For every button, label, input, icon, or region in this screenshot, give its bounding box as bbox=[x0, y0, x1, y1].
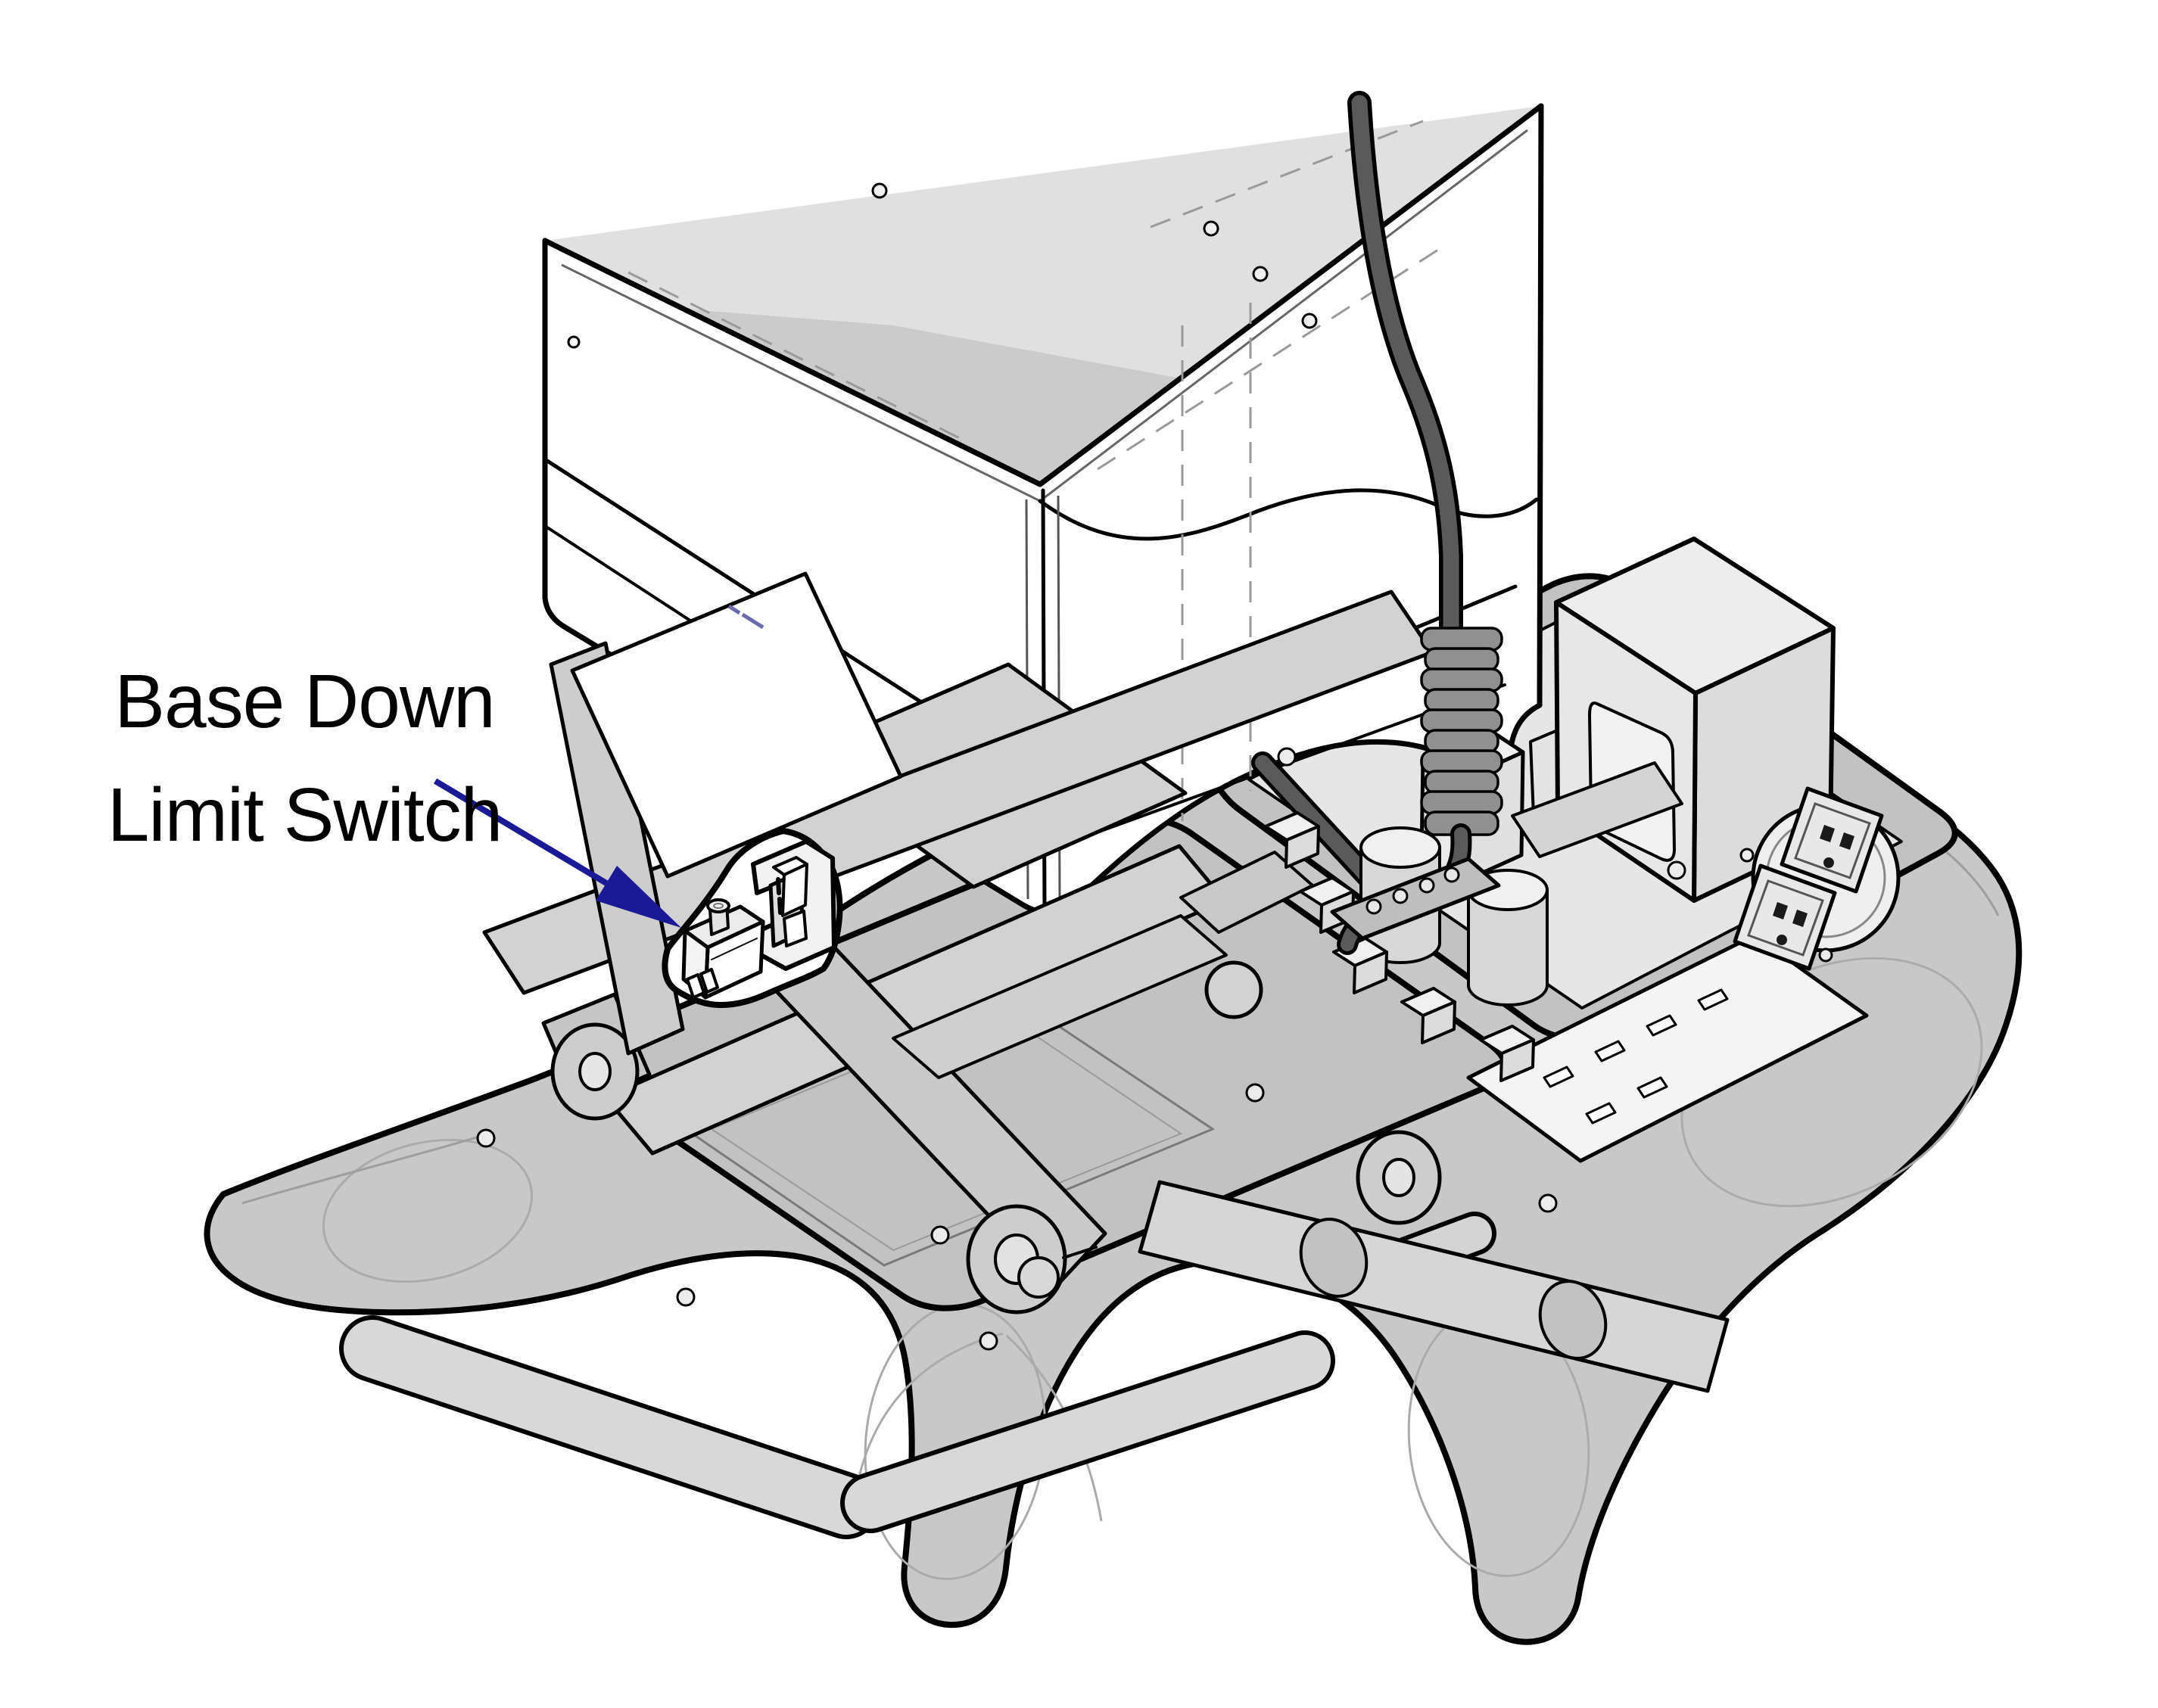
bolt-1 bbox=[476, 1128, 496, 1148]
shell-screw-5 bbox=[567, 335, 581, 349]
motor-pulley bbox=[1204, 960, 1263, 1019]
receptacle-upper bbox=[1780, 786, 1884, 894]
shell-top-surface bbox=[545, 106, 1541, 484]
shell-top-wedge bbox=[681, 309, 1181, 483]
base-down-limit-switch bbox=[681, 898, 765, 1000]
shell-top-dash-3 bbox=[1150, 120, 1424, 229]
board-screw-3 bbox=[1538, 1193, 1558, 1213]
limit-switch-assembly bbox=[662, 828, 843, 1008]
left-support-column bbox=[549, 641, 685, 1056]
bolt-5 bbox=[979, 1331, 998, 1351]
callout-arrow bbox=[433, 778, 681, 928]
right-pivot bbox=[1356, 1130, 1442, 1225]
blue-dash-mark bbox=[727, 604, 764, 630]
callout-label-line-2: Limit Switch bbox=[107, 773, 503, 857]
shell-screw-3 bbox=[1252, 266, 1269, 282]
callout-arrow-head bbox=[596, 866, 681, 928]
capacitor-2 bbox=[1467, 869, 1549, 1006]
link-bar-hole-2 bbox=[1538, 1280, 1608, 1360]
base-contour-left-foot bbox=[322, 1138, 534, 1283]
switch-plunger bbox=[706, 898, 730, 936]
callout-label-line-1: Base Down bbox=[114, 659, 495, 744]
support-white-panel bbox=[570, 571, 903, 879]
shell-screw-2 bbox=[1203, 220, 1219, 237]
board-screw-2 bbox=[1277, 747, 1297, 767]
switch-connector bbox=[772, 856, 808, 947]
cable-coil bbox=[1420, 627, 1503, 836]
shell-top-dash-1 bbox=[627, 271, 962, 440]
link-bar-hole-1 bbox=[1299, 1218, 1369, 1298]
callout-arrow-line bbox=[433, 778, 612, 888]
base-crease-fan-1 bbox=[854, 1332, 1004, 1495]
outlet-screw-1 bbox=[1818, 947, 1833, 963]
power-outlet bbox=[1733, 786, 1901, 971]
base-rod-short bbox=[845, 1335, 1331, 1529]
bolt-2 bbox=[676, 1287, 696, 1307]
mid-link-bar bbox=[892, 914, 1228, 1079]
base-rim-highlight-left bbox=[241, 1134, 485, 1205]
receptacle-lower bbox=[1733, 863, 1837, 971]
outlet-screw-2 bbox=[1739, 848, 1755, 863]
board-screw-1 bbox=[1667, 860, 1686, 880]
base-rod-long bbox=[344, 1320, 875, 1535]
switch-mount-tab bbox=[686, 968, 719, 999]
cable-upper bbox=[1351, 95, 1459, 640]
shell-right-wave-seam bbox=[1038, 488, 1539, 541]
terminal-block bbox=[1330, 857, 1501, 941]
bottom-pivot-drum bbox=[966, 1204, 1098, 1314]
bolt-3 bbox=[930, 1225, 950, 1245]
cable-mount-bracket bbox=[1511, 761, 1683, 858]
shell-screw-1 bbox=[871, 182, 888, 199]
shell-screw-4 bbox=[1301, 313, 1318, 329]
board-pad-area bbox=[1466, 933, 1869, 1163]
bolt-4 bbox=[1245, 1083, 1265, 1103]
callout-label: Base Down Limit Switch bbox=[83, 645, 526, 872]
coiled-power-cable bbox=[1330, 91, 1503, 955]
